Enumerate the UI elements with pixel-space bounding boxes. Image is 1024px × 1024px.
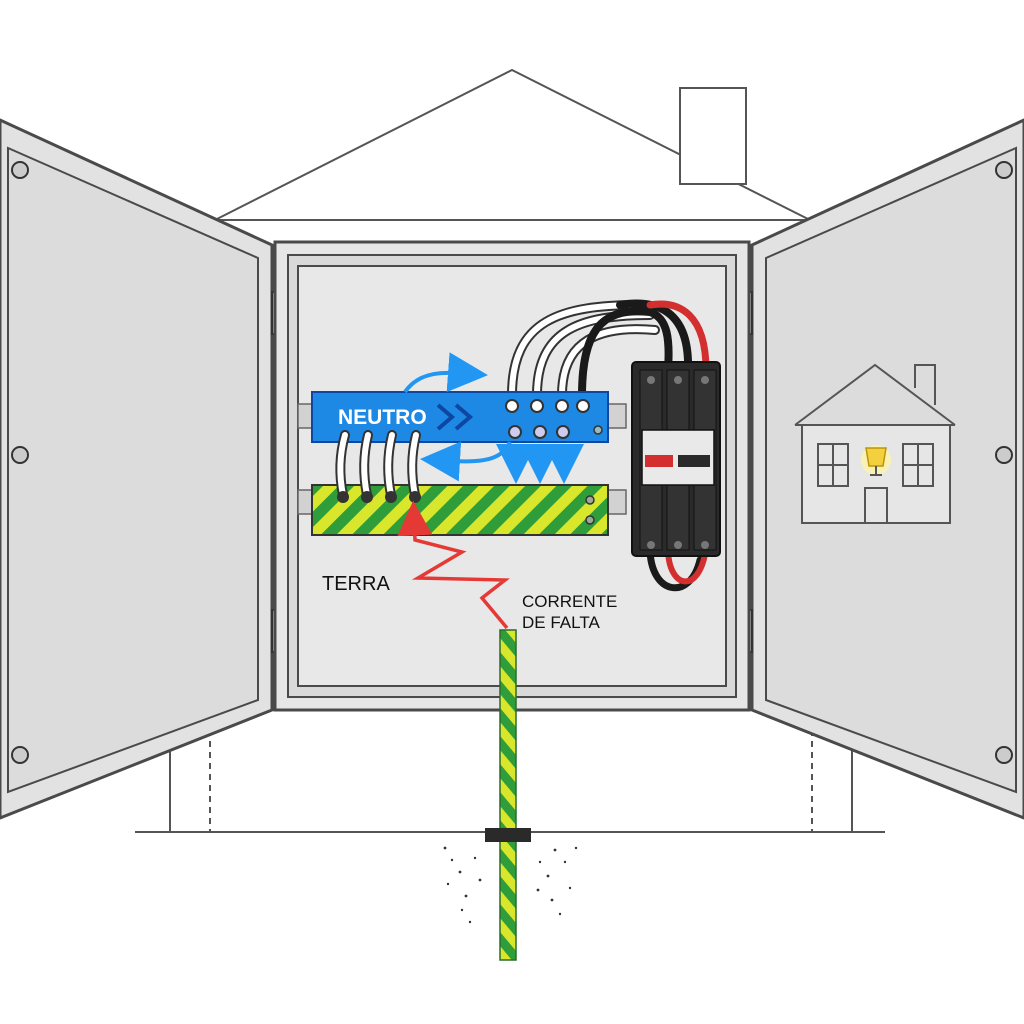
- door-screw: [995, 746, 1013, 764]
- hot-wires: [578, 299, 710, 592]
- ground-bar: [311, 484, 609, 536]
- door-screw: [11, 161, 29, 179]
- ground-label: TERRA: [322, 573, 390, 595]
- neutral-label: NEUTRO: [338, 406, 427, 429]
- chimney-icon: [679, 87, 747, 185]
- background-house: [135, 68, 885, 833]
- neutral-bar: [311, 391, 609, 443]
- fault-current-label-line1: CORRENTE: [522, 592, 617, 611]
- breaker-toggle: [645, 455, 673, 467]
- door-screw: [11, 746, 29, 764]
- ground-rod-icon: [443, 629, 578, 961]
- neutral-flow-arrows: [403, 352, 584, 484]
- door-screw: [995, 446, 1013, 464]
- bonding-wires: [335, 430, 421, 503]
- fault-current-arrow: [397, 500, 510, 630]
- door-screw: [11, 446, 29, 464]
- right-door[interactable]: [743, 118, 1024, 820]
- door-screw: [995, 161, 1013, 179]
- fault-current-label-line2: DE FALTA: [522, 613, 600, 632]
- lamp-icon: [861, 445, 891, 476]
- left-door[interactable]: [0, 118, 281, 820]
- circuit-breaker[interactable]: [631, 361, 721, 557]
